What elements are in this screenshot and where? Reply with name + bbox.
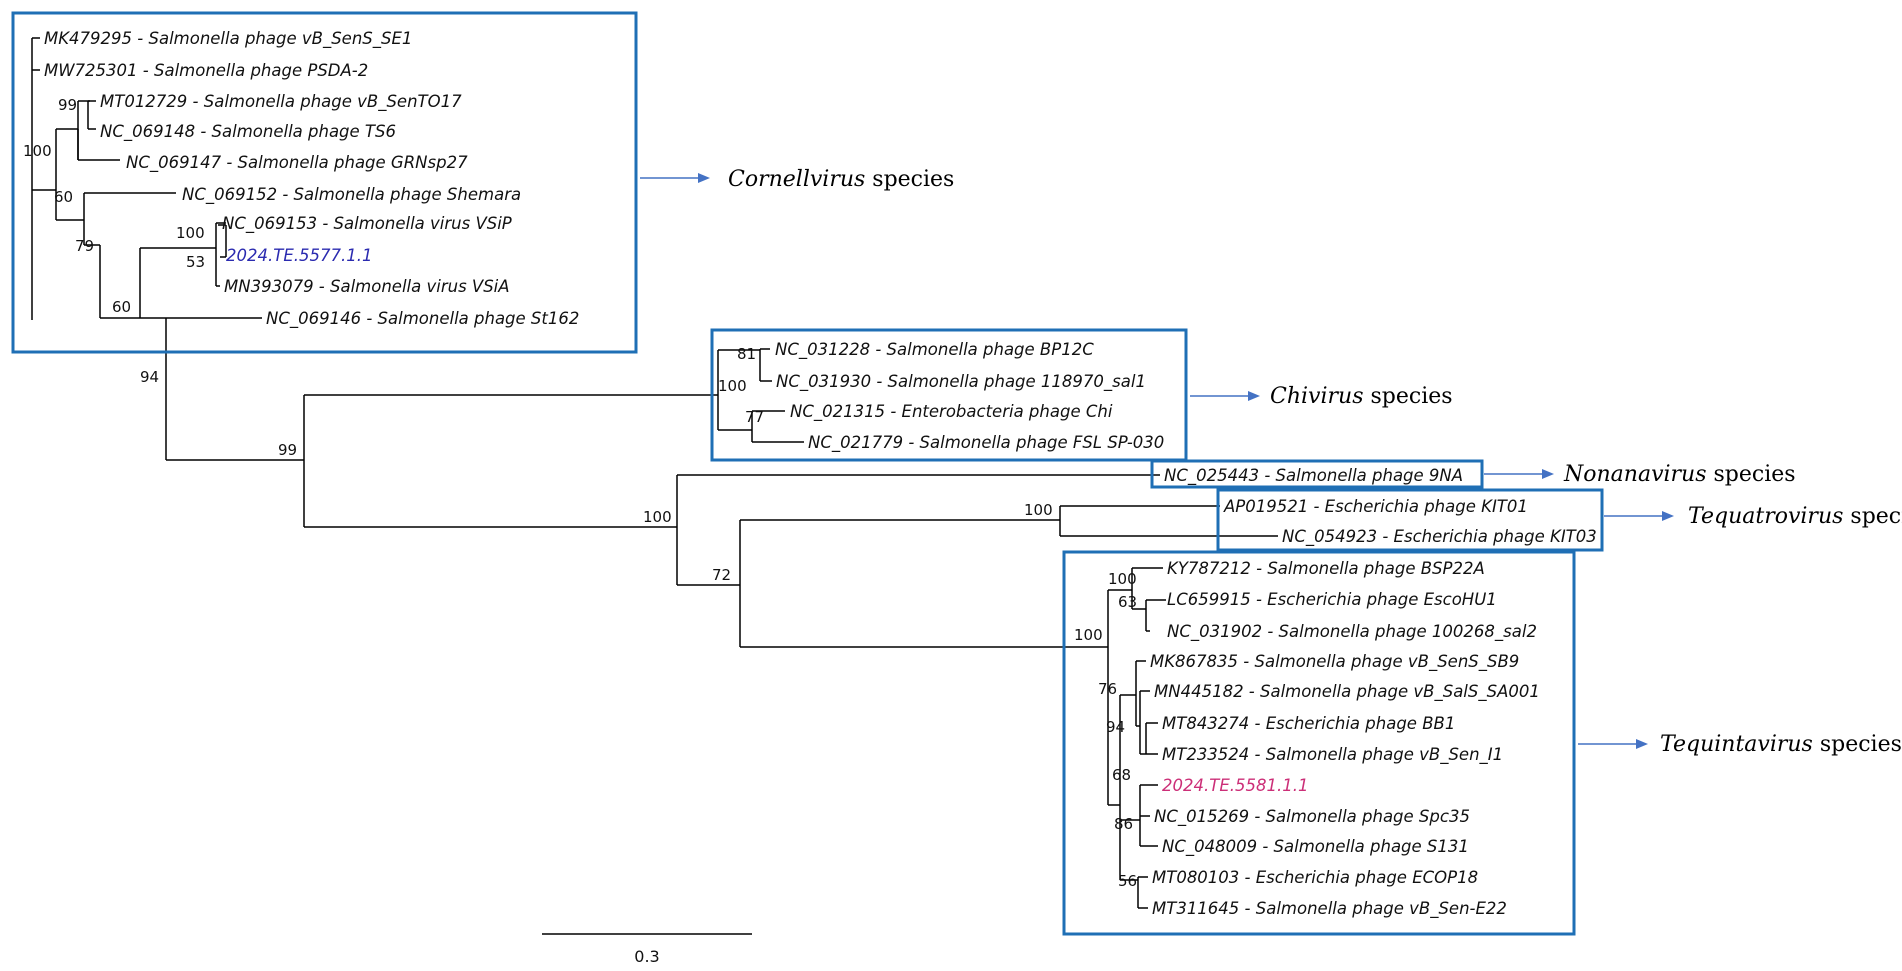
genus-name: Cornellvirus — [728, 167, 865, 192]
bootstrap-value: 60 — [54, 188, 73, 206]
genus-name: Chivirus — [1270, 384, 1363, 409]
annotation-nonanavirus: Nonanavirus species — [1484, 462, 1796, 487]
leaf-labels: MK479295 - Salmonella phage vB_SenS_SE1 … — [44, 29, 1597, 919]
bootstrap-value: 94 — [1106, 718, 1125, 736]
leaf-label: NC_021779 - Salmonella phage FSL SP-030 — [808, 433, 1164, 453]
leaf-label: NC_021315 - Enterobacteria phage Chi — [790, 402, 1113, 422]
bootstrap-value: 68 — [1112, 766, 1131, 784]
tree-branches — [31, 37, 1278, 909]
genus-name: Nonanavirus — [1563, 462, 1707, 487]
bootstrap-value: 100 — [176, 224, 205, 242]
annotation-tequatrovirus: Tequatrovirus species — [1604, 504, 1902, 529]
box-cornellvirus — [11, 11, 638, 354]
bootstrap-value: 100 — [643, 508, 672, 526]
leaf-label-highlight: 2024.TE.5581.1.1 — [1162, 776, 1308, 795]
svg-text:Cornellvirus species: Cornellvirus species — [728, 167, 954, 192]
leaf-label: KY787212 - Salmonella phage BSP22A — [1167, 559, 1485, 578]
scale-bar: 0.3 — [542, 933, 752, 966]
box-tequintavirus — [1062, 550, 1576, 936]
bootstrap-value: 79 — [75, 237, 94, 255]
species-annotations: Cornellvirus species Chivirus species No… — [640, 167, 1902, 757]
bootstrap-value: 100 — [1024, 501, 1053, 519]
annotation-cornellvirus: Cornellvirus species — [640, 167, 954, 192]
leaf-label: NC_069152 - Salmonella phage Shemara — [182, 185, 521, 205]
leaf-label: MT311645 - Salmonella phage vB_Sen-E22 — [1152, 899, 1507, 919]
leaf-label: MK867835 - Salmonella phage vB_SenS_SB9 — [1150, 652, 1519, 672]
leaf-label: MT233524 - Salmonella phage vB_Sen_I1 — [1162, 745, 1503, 765]
leaf-label: NC_031902 - Salmonella phage 100268_sal2 — [1167, 622, 1537, 642]
bootstrap-value: 72 — [712, 566, 731, 584]
box-nonanavirus — [1150, 459, 1484, 489]
annotation-tequintavirus: Tequintavirus species — [1578, 732, 1902, 757]
genus-suffix: species — [1813, 732, 1902, 757]
genus-suffix: species — [1363, 384, 1452, 409]
leaf-label: NC_054923 - Escherichia phage KIT03 — [1282, 527, 1597, 547]
leaf-label: NC_031228 - Salmonella phage BP12C — [775, 340, 1094, 360]
svg-text:Tequatrovirus species: Tequatrovirus species — [1688, 504, 1902, 529]
box-chivirus — [710, 328, 1188, 462]
genus-suffix: species — [1707, 462, 1796, 487]
svg-text:Tequintavirus species: Tequintavirus species — [1660, 732, 1902, 757]
bootstrap-value: 99 — [58, 96, 77, 114]
genus-suffix: species — [865, 167, 954, 192]
clade-boxes — [11, 11, 1604, 936]
bootstrap-value: 100 — [23, 142, 52, 160]
bootstrap-value: 60 — [112, 298, 131, 316]
bootstrap-value: 81 — [737, 345, 756, 363]
bootstrap-value: 100 — [1108, 570, 1137, 588]
leaf-label: NC_069153 - Salmonella virus VSiP — [222, 214, 512, 234]
leaf-label: MN445182 - Salmonella phage vB_SalS_SA00… — [1154, 682, 1540, 702]
bootstrap-values: 100 99 60 79 60 100 53 94 99 81 100 77 1… — [23, 96, 1137, 890]
leaf-label: NC_015269 - Salmonella phage Spc35 — [1154, 807, 1470, 827]
bootstrap-value: 94 — [140, 368, 159, 386]
leaf-label: MK479295 - Salmonella phage vB_SenS_SE1 — [44, 29, 412, 49]
box-tequatrovirus — [1216, 488, 1604, 552]
leaf-label: MT012729 - Salmonella phage vB_SenTO17 — [100, 92, 462, 112]
leaf-label: NC_025443 - Salmonella phage 9NA — [1164, 466, 1463, 486]
leaf-label: NC_069147 - Salmonella phage GRNsp27 — [126, 153, 468, 173]
bootstrap-value: 63 — [1118, 593, 1137, 611]
bootstrap-value: 100 — [1074, 626, 1103, 644]
leaf-label: NC_069146 - Salmonella phage St162 — [266, 309, 579, 329]
leaf-label: MT843274 - Escherichia phage BB1 — [1162, 714, 1455, 733]
svg-text:Chivirus species: Chivirus species — [1270, 384, 1453, 409]
leaf-label-highlight: 2024.TE.5577.1.1 — [226, 246, 372, 265]
bootstrap-value: 100 — [718, 377, 747, 395]
leaf-label: MT080103 - Escherichia phage ECOP18 — [1152, 868, 1478, 887]
bootstrap-value: 86 — [1114, 815, 1133, 833]
leaf-label: MW725301 - Salmonella phage PSDA-2 — [44, 61, 368, 80]
leaf-label: NC_048009 - Salmonella phage S131 — [1162, 837, 1469, 857]
genus-suffix: species — [1843, 504, 1902, 529]
annotation-chivirus: Chivirus species — [1190, 384, 1453, 409]
bootstrap-value: 77 — [745, 408, 764, 426]
genus-name: Tequintavirus — [1660, 732, 1813, 757]
scale-bar-label: 0.3 — [634, 947, 659, 966]
bootstrap-value: 56 — [1118, 872, 1137, 890]
leaf-label: MN393079 - Salmonella virus VSiA — [224, 277, 510, 296]
svg-text:Nonanavirus species: Nonanavirus species — [1563, 462, 1796, 487]
leaf-label: NC_069148 - Salmonella phage TS6 — [100, 122, 396, 142]
bootstrap-value: 76 — [1098, 680, 1117, 698]
leaf-label: AP019521 - Escherichia phage KIT01 — [1223, 497, 1528, 516]
bootstrap-value: 99 — [278, 441, 297, 459]
leaf-label: LC659915 - Escherichia phage EscoHU1 — [1167, 590, 1497, 609]
bootstrap-value: 53 — [186, 253, 205, 271]
genus-name: Tequatrovirus — [1688, 504, 1843, 529]
leaf-label: NC_031930 - Salmonella phage 118970_sal1 — [776, 372, 1146, 392]
